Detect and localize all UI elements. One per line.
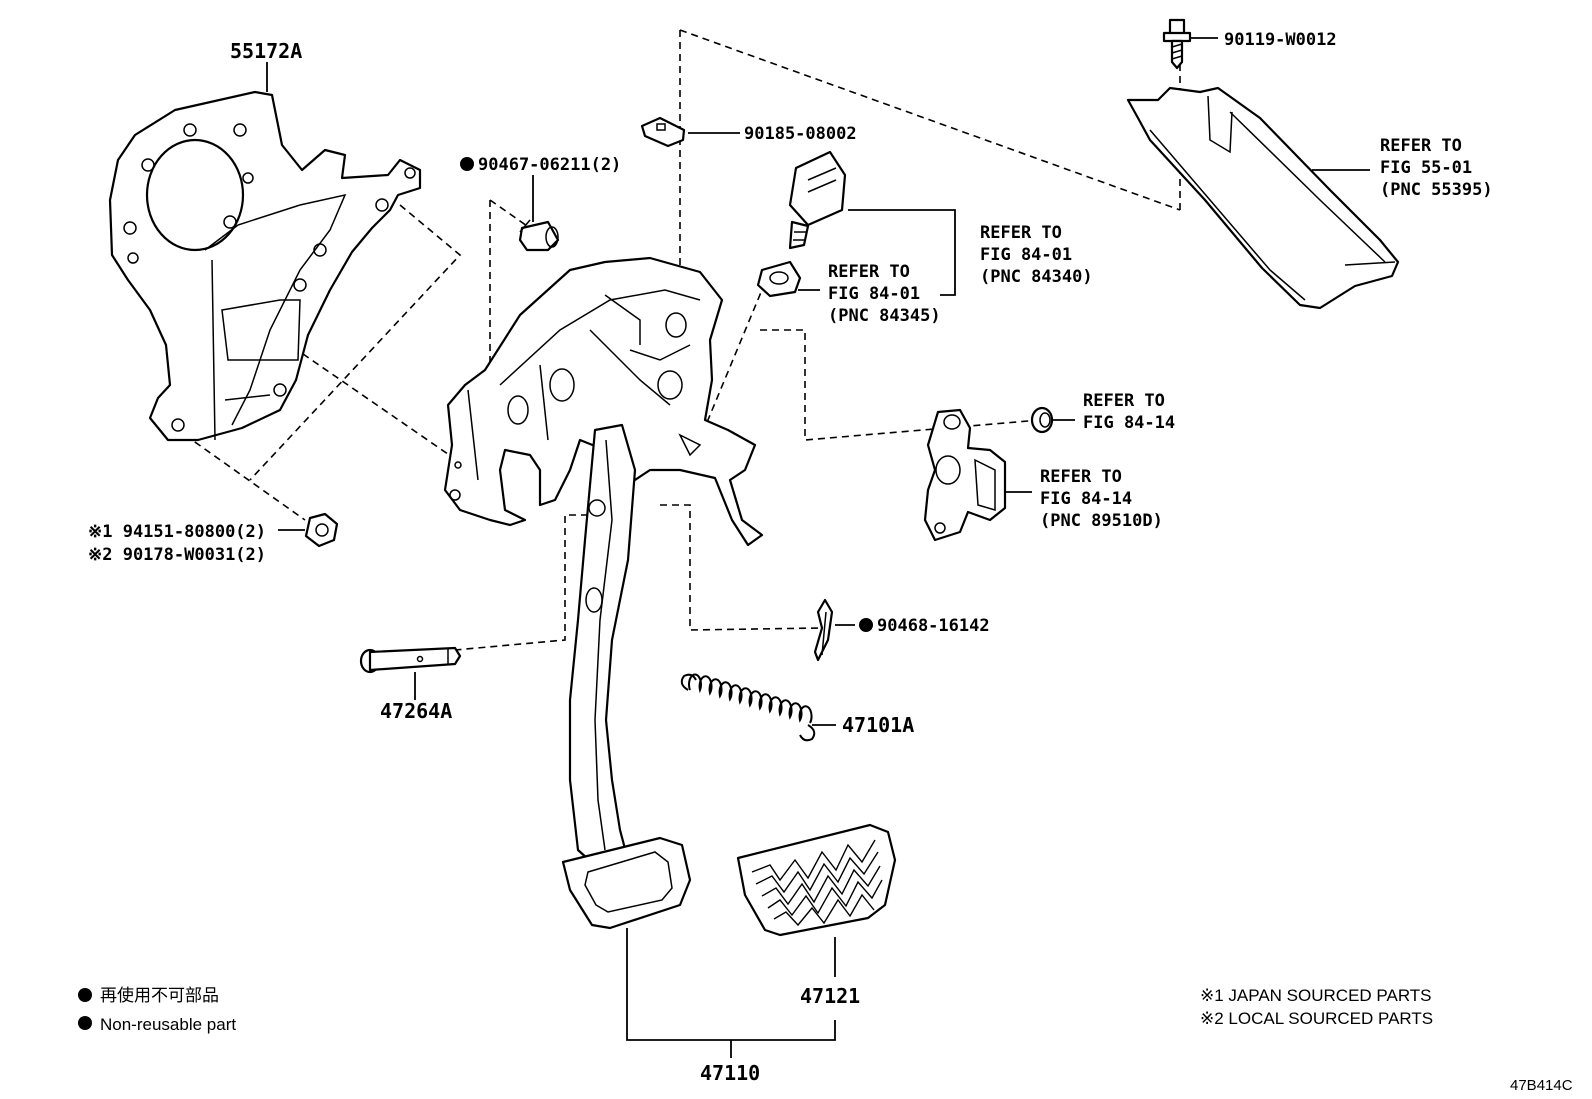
legend-en-text: Non-reusable part (100, 1015, 236, 1034)
label-nut-local: ※2 90178-W0031(2) (88, 545, 266, 565)
label-nut-japan: ※1 94151-80800(2) (88, 522, 266, 542)
cover-55395-drawing (1126, 86, 1400, 310)
refer-89510-line2: FIG 84-14 (1040, 489, 1132, 509)
refer-84-14-nut-line1: REFER TO (1083, 391, 1165, 411)
refer-84340-line2: FIG 84-01 (980, 245, 1072, 265)
refer-55395-line1: REFER TO (1380, 136, 1462, 156)
sensor-89510-drawing (923, 408, 1007, 542)
leader-lines (266, 37, 1370, 1058)
label-47121: 47121 (800, 984, 860, 1008)
part-labels: 55172A 90185-08002 90467-06211(2) 90119-… (88, 30, 1493, 1085)
pin-47264a-drawing (359, 646, 462, 674)
non-reusable-dot-90468 (859, 618, 873, 632)
clip-90185-drawing (640, 116, 686, 148)
spring-47101a-drawing (680, 673, 816, 742)
label-47101a: 47101A (842, 713, 914, 737)
nut-94151-drawing (304, 512, 339, 548)
legend-dot-jp (78, 988, 92, 1002)
diagram-id: 47B414C (1510, 1077, 1573, 1094)
refer-84-14-nut-line2: FIG 84-14 (1083, 413, 1175, 433)
refer-84340-line3: (PNC 84340) (980, 267, 1093, 287)
non-reusable-dot-90467 (460, 157, 474, 171)
cushion-84345-drawing (756, 260, 802, 298)
switch-84340-drawing (788, 150, 847, 250)
pin-clip-90468-drawing (813, 598, 834, 662)
refer-89510-line1: REFER TO (1040, 467, 1122, 487)
refer-55395-line3: (PNC 55395) (1380, 180, 1493, 200)
label-90185-08002: 90185-08002 (744, 124, 857, 144)
refer-89510-line3: (PNC 89510D) (1040, 511, 1163, 531)
legend: 再使用不可部品 Non-reusable part (78, 985, 236, 1034)
refer-84340-line1: REFER TO (980, 223, 1062, 243)
label-90467-06211: 90467-06211(2) (478, 155, 621, 175)
label-55172a: 55172A (230, 39, 302, 63)
label-90119-w0012: 90119-W0012 (1224, 30, 1337, 50)
pedal-support-drawing (443, 256, 764, 547)
pedal-pad-47121-drawing (736, 823, 897, 937)
refer-84345-line2: FIG 84-01 (828, 284, 920, 304)
sourcing-notes: ※1 JAPAN SOURCED PARTS ※2 LOCAL SOURCED … (1200, 986, 1433, 1028)
stopper-90467-drawing (518, 219, 560, 252)
label-90468-16142: 90468-16142 (877, 616, 990, 636)
sourcing-japan: ※1 JAPAN SOURCED PARTS (1200, 986, 1432, 1005)
pedal-arm-drawing (561, 423, 692, 930)
label-47264a: 47264A (380, 699, 452, 723)
bolt-90119-drawing (1162, 18, 1192, 70)
refer-84345-line1: REFER TO (828, 262, 910, 282)
label-47110: 47110 (700, 1061, 760, 1085)
nut-84-14-drawing (1030, 406, 1054, 434)
refer-84345-line3: (PNC 84345) (828, 306, 941, 326)
bracket-55172a-drawing (108, 90, 422, 442)
refer-55395-line2: FIG 55-01 (1380, 158, 1472, 178)
legend-jp-text: 再使用不可部品 (100, 985, 219, 1005)
sourcing-local: ※2 LOCAL SOURCED PARTS (1200, 1009, 1433, 1028)
legend-dot-en (78, 1016, 92, 1030)
